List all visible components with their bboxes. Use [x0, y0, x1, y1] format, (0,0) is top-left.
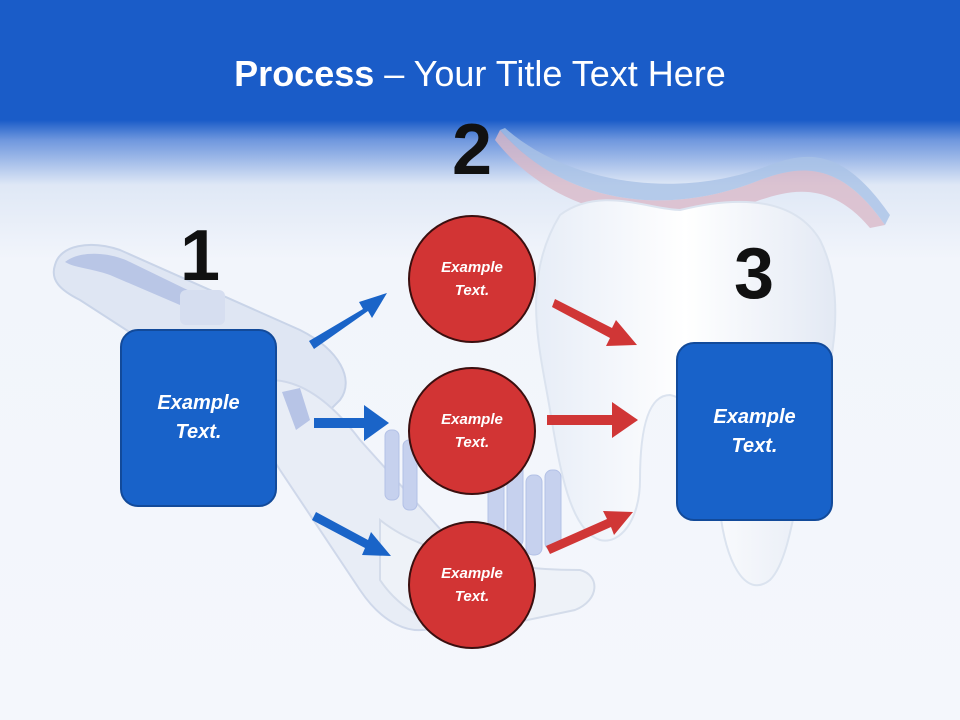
arrow-left-to-middle	[314, 405, 389, 441]
step-number-1: 1	[179, 216, 221, 296]
right-process-box: Example Text.	[676, 342, 833, 521]
arrow-bottom-to-right	[546, 511, 633, 554]
arrow-left-to-top	[309, 293, 387, 349]
step-number-2: 2	[451, 110, 493, 190]
slide-title: Process – Your Title Text Here	[0, 52, 960, 96]
arrow-top-to-right	[552, 299, 637, 346]
left-process-box: Example Text.	[120, 329, 277, 507]
circle-middle: Example Text.	[408, 367, 536, 495]
circle-bottom-text: Example Text.	[441, 565, 503, 605]
arrow-left-to-bottom	[312, 512, 391, 556]
title-rest: – Your Title Text Here	[374, 53, 726, 94]
title-bold: Process	[234, 53, 375, 94]
right-box-text: Example Text.	[713, 405, 796, 457]
circle-top-text: Example Text.	[441, 259, 503, 299]
circle-middle-text: Example Text.	[441, 411, 503, 451]
circle-bottom: Example Text.	[408, 521, 536, 649]
step-number-3: 3	[733, 234, 775, 314]
left-box-text: Example Text.	[157, 392, 240, 443]
arrow-middle-to-right	[547, 402, 638, 438]
circle-top: Example Text.	[408, 215, 536, 343]
